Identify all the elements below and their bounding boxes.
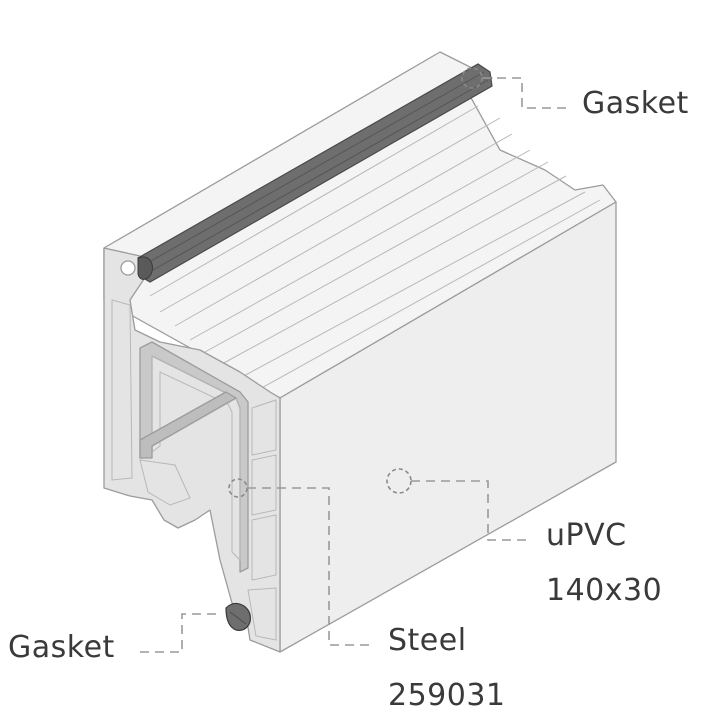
gasket-bottom bbox=[225, 602, 251, 631]
steel-flange bbox=[139, 391, 237, 459]
chamber-right-2 bbox=[251, 454, 277, 516]
chamber-right-1 bbox=[251, 399, 277, 456]
steel-reinforcement bbox=[139, 341, 249, 573]
steel-inner bbox=[151, 355, 241, 562]
label-upvc-size: 140x30 bbox=[546, 573, 662, 608]
label-steel: Steel bbox=[388, 623, 467, 658]
leader-gasket-top bbox=[461, 67, 570, 109]
label-steel-code: 259031 bbox=[388, 678, 506, 713]
gasket-bottom-profile bbox=[225, 602, 251, 631]
chamber-lower bbox=[139, 459, 191, 506]
leader-gasket-bottom bbox=[140, 613, 222, 653]
leader-upvc bbox=[386, 468, 530, 541]
leader-steel bbox=[228, 478, 375, 646]
chamber-bottom bbox=[247, 587, 277, 641]
gasket-top bbox=[137, 63, 493, 283]
label-gasket-bottom: Gasket bbox=[8, 630, 115, 665]
label-upvc: uPVC bbox=[546, 518, 627, 553]
chamber-right-3 bbox=[251, 514, 277, 581]
chamber-left bbox=[111, 299, 133, 481]
label-gasket-top: Gasket bbox=[582, 86, 689, 121]
bead-top-left bbox=[120, 260, 136, 276]
gasket-top-profile bbox=[137, 256, 153, 280]
